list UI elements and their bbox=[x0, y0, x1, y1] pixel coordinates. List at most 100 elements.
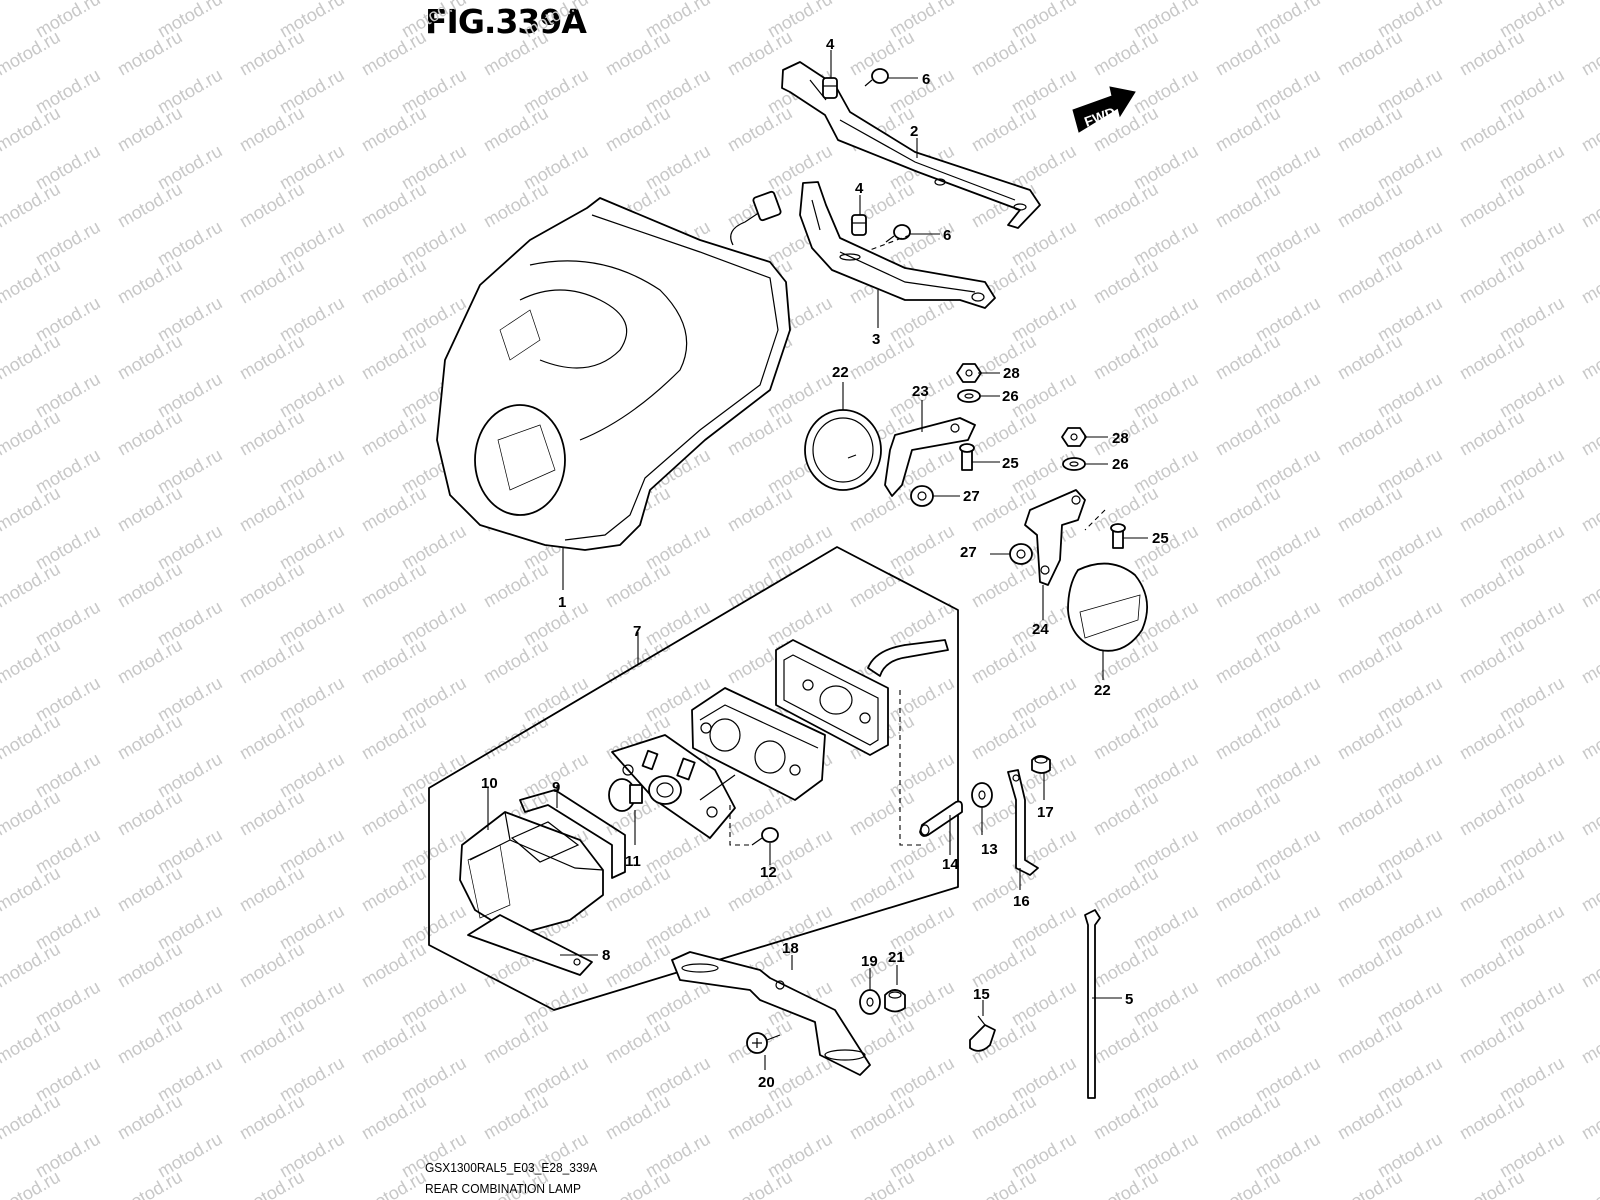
callout-8: 8 bbox=[602, 947, 610, 964]
watermark-text: motod.ru bbox=[1090, 787, 1162, 840]
watermark-text: motod.ru bbox=[114, 407, 186, 460]
watermark-text: motod.ru bbox=[236, 27, 308, 80]
watermark-text: motod.ru bbox=[1212, 1091, 1284, 1144]
watermark-text: motod.ru bbox=[236, 0, 308, 3]
watermark-text: motod.ru bbox=[0, 559, 64, 612]
watermark-text: motod.ru bbox=[358, 1015, 430, 1068]
watermark-text: motod.ru bbox=[1090, 863, 1162, 916]
watermark-text: motod.ru bbox=[1212, 407, 1284, 460]
watermark-text: motod.ru bbox=[358, 559, 430, 612]
watermark-text: motod.ru bbox=[358, 1167, 430, 1200]
watermark-text: motod.ru bbox=[1578, 863, 1600, 916]
watermark-text: motod.ru bbox=[968, 407, 1040, 460]
watermark-text: motod.ru bbox=[480, 27, 552, 80]
callout-18: 18 bbox=[782, 940, 799, 957]
watermark-text: motod.ru bbox=[1212, 559, 1284, 612]
watermark-text: motod.ru bbox=[236, 635, 308, 688]
watermark-text: motod.ru bbox=[1212, 863, 1284, 916]
callout-27-upper: 27 bbox=[963, 488, 980, 505]
watermark-text: motod.ru bbox=[602, 0, 674, 3]
part-19-washer bbox=[859, 989, 881, 1015]
watermark-text: motod.ru bbox=[0, 863, 64, 916]
watermark-text: motod.ru bbox=[0, 103, 64, 156]
part-1-tail-lamp-housing bbox=[436, 190, 791, 551]
watermark-text: motod.ru bbox=[236, 787, 308, 840]
watermark-text: motod.ru bbox=[968, 635, 1040, 688]
watermark-text: motod.ru bbox=[1578, 27, 1600, 80]
watermark-text: motod.ru bbox=[846, 863, 918, 916]
screw-6-guide bbox=[869, 234, 911, 251]
watermark-text: motod.ru bbox=[1578, 103, 1600, 156]
part-3-lower-bracket bbox=[799, 181, 996, 309]
watermark-text: motod.ru bbox=[1456, 863, 1528, 916]
watermark-text: motod.ru bbox=[0, 0, 64, 3]
callout-21: 21 bbox=[888, 949, 905, 966]
watermark-text: motod.ru bbox=[1456, 1167, 1528, 1200]
watermark-text: motod.ru bbox=[236, 559, 308, 612]
part-22-reflector-lower bbox=[1067, 562, 1149, 652]
watermark-text: motod.ru bbox=[1456, 0, 1528, 3]
watermark-text: motod.ru bbox=[0, 27, 64, 80]
watermark-text: motod.ru bbox=[236, 711, 308, 764]
watermark-text: motod.ru bbox=[114, 1091, 186, 1144]
watermark-text: motod.ru bbox=[846, 483, 918, 536]
watermark-text: motod.ru bbox=[0, 483, 64, 536]
watermark-text: motod.ru bbox=[1334, 331, 1406, 384]
figure-title: FIG.339A bbox=[425, 2, 587, 41]
watermark-text: motod.ru bbox=[1578, 331, 1600, 384]
watermark-text: motod.ru bbox=[1578, 1015, 1600, 1068]
callout-28-lower: 28 bbox=[1112, 430, 1129, 447]
callout-3: 3 bbox=[872, 331, 880, 348]
watermark-text: motod.ru bbox=[1334, 27, 1406, 80]
watermark-text: motod.ru bbox=[1212, 331, 1284, 384]
part-7-lamp-assembly-frame bbox=[428, 546, 959, 1011]
part-12-screw bbox=[751, 827, 779, 846]
callout-20: 20 bbox=[758, 1074, 775, 1091]
watermark-text: motod.ru bbox=[602, 939, 674, 992]
watermark-text: motod.ru bbox=[846, 0, 918, 3]
watermark-text: motod.ru bbox=[1578, 1091, 1600, 1144]
watermark-text: motod.ru bbox=[1334, 863, 1406, 916]
callout-10: 10 bbox=[481, 775, 498, 792]
callout-9: 9 bbox=[552, 779, 560, 796]
part-5-cable-tie bbox=[1084, 909, 1101, 1099]
watermark-text: motod.ru bbox=[0, 635, 64, 688]
watermark-text: motod.ru bbox=[1090, 711, 1162, 764]
watermark-text: motod.ru bbox=[114, 863, 186, 916]
watermark-text: motod.ru bbox=[236, 863, 308, 916]
watermark-text: motod.ru bbox=[358, 27, 430, 80]
watermark-text: motod.ru bbox=[1212, 1015, 1284, 1068]
watermark-text: motod.ru bbox=[0, 787, 64, 840]
watermark-text: motod.ru bbox=[480, 1015, 552, 1068]
part-17-nut bbox=[1031, 755, 1051, 774]
part-lamp-housing-plate bbox=[691, 687, 826, 801]
watermark-text: motod.ru bbox=[480, 1091, 552, 1144]
watermark-text: motod.ru bbox=[1334, 0, 1406, 3]
watermark-text: motod.ru bbox=[602, 27, 674, 80]
watermark-text: motod.ru bbox=[1090, 939, 1162, 992]
watermark-text: motod.ru bbox=[1578, 0, 1600, 3]
watermark-text: motod.ru bbox=[114, 787, 186, 840]
watermark-text: motod.ru bbox=[480, 0, 552, 3]
watermark-text: motod.ru bbox=[846, 1091, 918, 1144]
watermark-text: motod.ru bbox=[846, 1167, 918, 1200]
watermark-text: motod.ru bbox=[0, 1091, 64, 1144]
watermark-text: motod.ru bbox=[602, 559, 674, 612]
watermark-text: motod.ru bbox=[1334, 1015, 1406, 1068]
part-25-bolt-upper bbox=[959, 443, 975, 471]
watermark-text: motod.ru bbox=[602, 1167, 674, 1200]
watermark-text: motod.ru bbox=[0, 711, 64, 764]
watermark-text: motod.ru bbox=[114, 1167, 186, 1200]
watermark-text: motod.ru bbox=[1090, 1167, 1162, 1200]
watermark-text: motod.ru bbox=[1090, 331, 1162, 384]
part-22-reflector-upper bbox=[804, 409, 882, 491]
watermark-text: motod.ru bbox=[480, 559, 552, 612]
watermark-text: motod.ru bbox=[1090, 255, 1162, 308]
watermark-text: motod.ru bbox=[114, 27, 186, 80]
watermark-text: motod.ru bbox=[1456, 711, 1528, 764]
callout-28-upper: 28 bbox=[1003, 365, 1020, 382]
watermark-text: motod.ru bbox=[114, 559, 186, 612]
watermark-text: motod.ru bbox=[236, 483, 308, 536]
callout-13: 13 bbox=[981, 841, 998, 858]
